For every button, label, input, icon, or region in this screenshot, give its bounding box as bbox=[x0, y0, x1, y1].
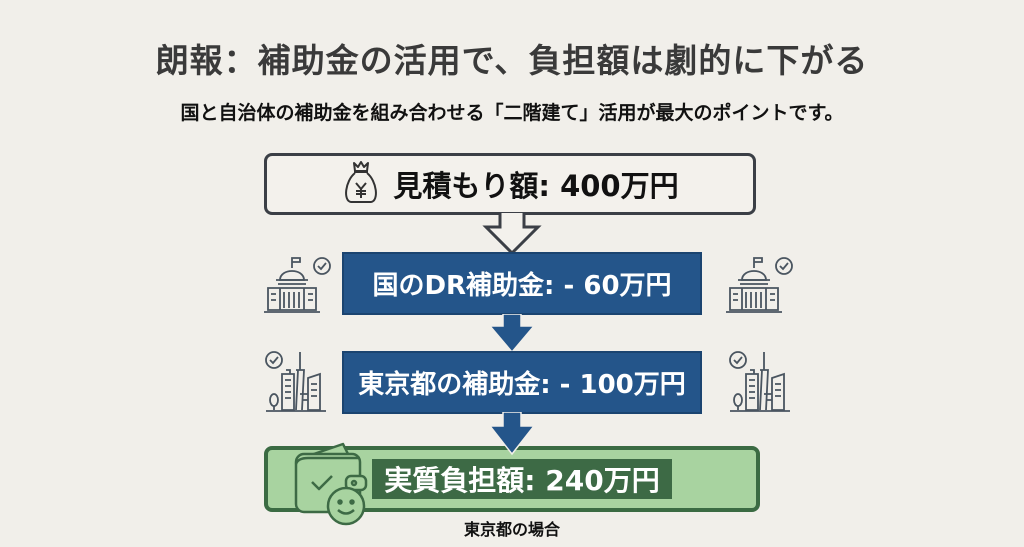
tokyo-subsidy-label: 東京都の補助金: - 100万円 bbox=[358, 370, 686, 400]
net-cost-label: 実質負担額: 240万円 bbox=[372, 459, 672, 499]
page-title: 朗報：補助金の活用で、負担額は劇的に下がる bbox=[155, 41, 869, 80]
arrow-down-outline-icon bbox=[482, 213, 542, 255]
estimate-box: 見積もり額: 400万円 bbox=[264, 153, 756, 215]
national-subsidy-label: 国のDR補助金: - 60万円 bbox=[372, 271, 672, 301]
government-building-check-icon bbox=[264, 257, 331, 313]
arrow-down-icon bbox=[488, 412, 536, 456]
arrow-down-icon bbox=[488, 314, 536, 354]
estimate-label: 見積もり額: 400万円 bbox=[393, 169, 679, 203]
page-subtitle: 国と自治体の補助金を組み合わせる「二階建て」活用が最大のポイントです。 bbox=[180, 102, 844, 124]
national-subsidy-box: 国のDR補助金: - 60万円 bbox=[342, 252, 702, 315]
tokyo-subsidy-box: 東京都の補助金: - 100万円 bbox=[342, 351, 702, 414]
wallet-smile-icon bbox=[294, 442, 368, 526]
city-skyline-check-icon bbox=[729, 351, 790, 412]
government-building-check-icon bbox=[726, 257, 793, 313]
city-skyline-check-icon bbox=[265, 351, 326, 412]
caption: 東京都の場合 bbox=[463, 520, 560, 539]
money-bag-yen-icon bbox=[341, 159, 381, 209]
